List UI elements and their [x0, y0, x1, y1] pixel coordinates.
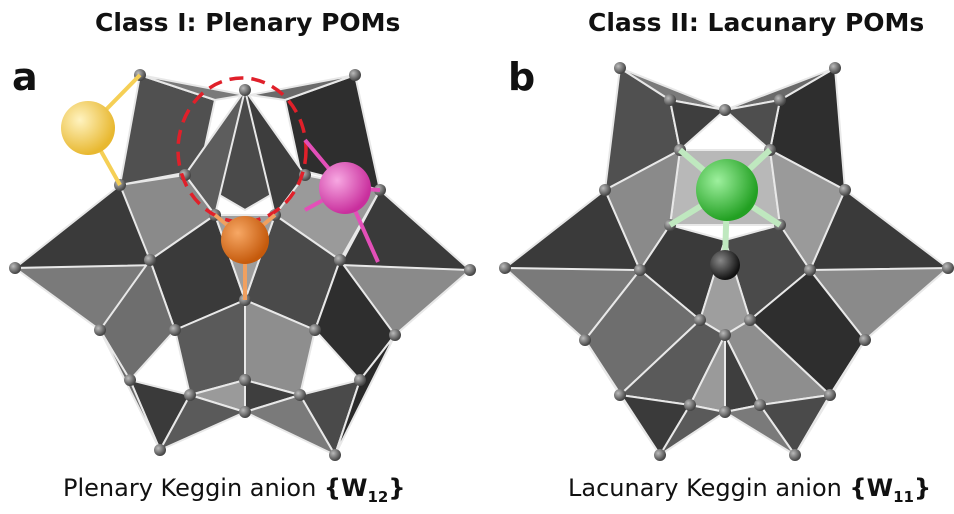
- dashed-ring-marker: [176, 76, 308, 224]
- panel-b-letter: b: [508, 55, 536, 99]
- formula-a-close: }: [388, 474, 406, 502]
- central-heteroatom-sphere: [710, 250, 740, 280]
- keggin-lacunary-structure: [499, 62, 954, 461]
- caption-a-formula: {W12}: [323, 474, 406, 506]
- caption-b-formula: {W11}: [849, 474, 932, 506]
- panel-b-title: Class II: Lacunary POMs: [588, 8, 925, 37]
- panel-a-caption: Plenary Keggin anion {W12}: [63, 474, 405, 506]
- formula-a-subscript: 12: [367, 487, 389, 506]
- formula-a-open: {W: [323, 474, 368, 502]
- keggin-plenary-structure: [9, 69, 476, 461]
- orange-cation-sphere: [221, 216, 269, 264]
- pink-cation-sphere: [319, 162, 371, 214]
- panel-a-letter: a: [12, 55, 38, 99]
- caption-a-text: Plenary Keggin anion: [63, 474, 324, 502]
- formula-b-close: }: [913, 474, 932, 502]
- formula-b-open: {W: [849, 474, 894, 502]
- panel-b-caption: Lacunary Keggin anion {W11}: [568, 474, 931, 506]
- formula-b-subscript: 11: [893, 487, 914, 506]
- yellow-cation-sphere: [61, 101, 115, 155]
- panel-a-title: Class I: Plenary POMs: [95, 8, 401, 37]
- green-cation-sphere: [696, 159, 758, 221]
- caption-b-text: Lacunary Keggin anion: [568, 474, 850, 502]
